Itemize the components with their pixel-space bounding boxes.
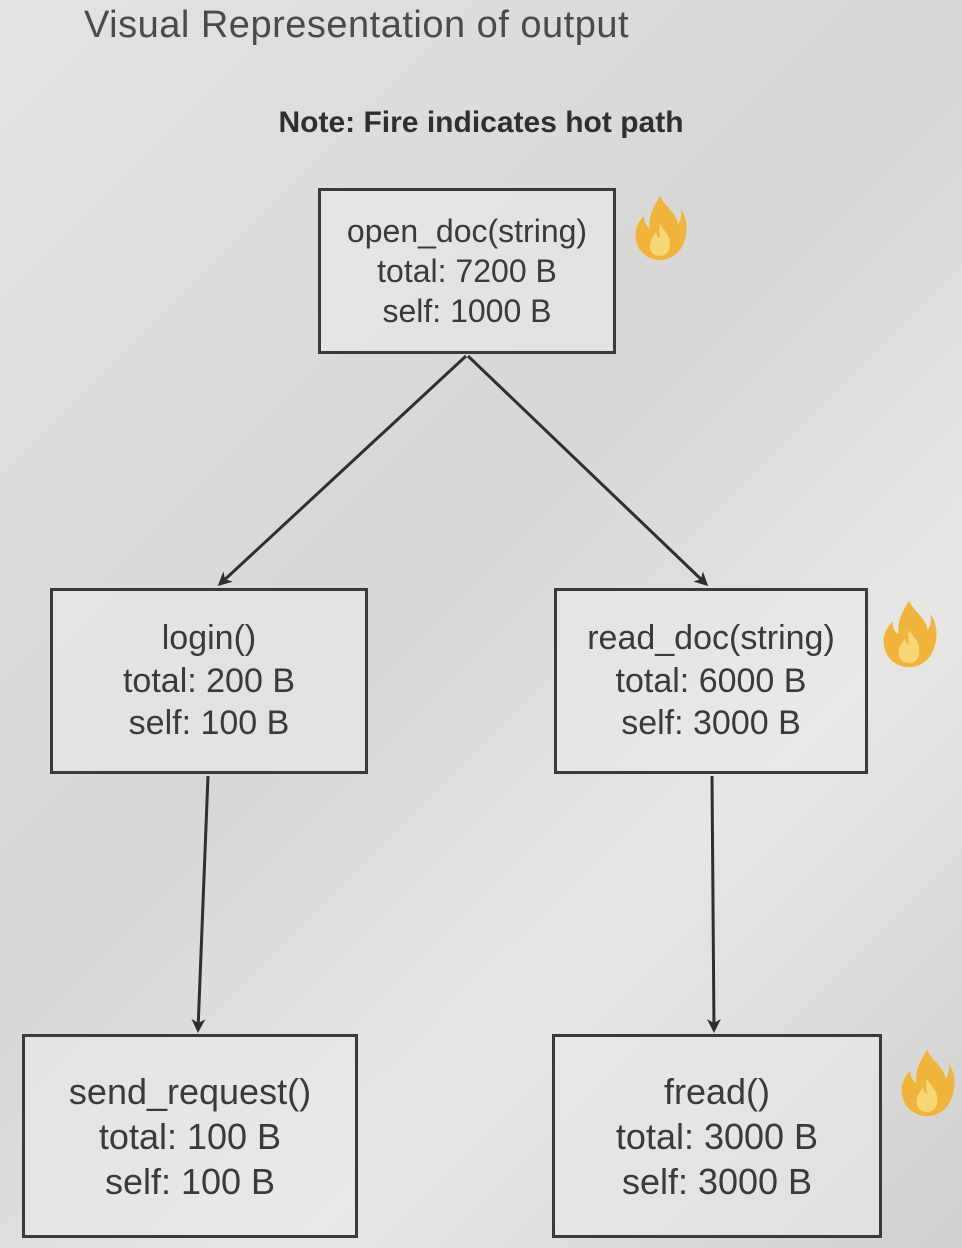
node-fread-name: fread() [663,1070,771,1112]
node-read-doc: read_doc(string) total: 6000 B self: 300… [554,588,868,774]
fire-icon [635,196,687,260]
node-fread: fread() total: 3000 B self: 3000 B [552,1034,882,1238]
edge-open-doc-to-login [217,354,468,587]
edge-open-doc-to-read-doc [466,354,709,587]
node-open-doc-total: total: 7200 B [377,253,557,289]
node-login-self: self: 100 B [128,704,290,743]
node-send-request-self: self: 100 B [104,1160,276,1202]
legend-note: Note: Fire indicates hot path [278,106,684,139]
node-fread-self: self: 3000 B [621,1160,813,1202]
node-login-total: total: 200 B [122,661,295,700]
node-login-name: login() [161,619,257,658]
fire-icon [901,1049,955,1117]
node-read-doc-self: self: 3000 B [621,704,801,743]
node-send-request: send_request() total: 100 B self: 100 B [22,1034,358,1238]
node-open-doc-self: self: 1000 B [382,293,552,329]
node-fread-total: total: 3000 B [615,1115,819,1157]
page-title: Visual Representation of output [84,4,630,46]
node-login: login() total: 200 B self: 100 B [50,588,368,774]
node-send-request-name: send_request() [68,1070,312,1112]
fire-icon [883,600,937,668]
node-read-doc-total: total: 6000 B [615,661,807,700]
node-read-doc-name: read_doc(string) [587,619,835,658]
edge-read-doc-to-fread [706,775,721,1033]
edge-login-to-send-request [191,775,210,1033]
node-send-request-total: total: 100 B [98,1115,282,1157]
node-open-doc: open_doc(string) total: 7200 B self: 100… [318,188,616,354]
node-open-doc-name: open_doc(string) [346,213,588,249]
